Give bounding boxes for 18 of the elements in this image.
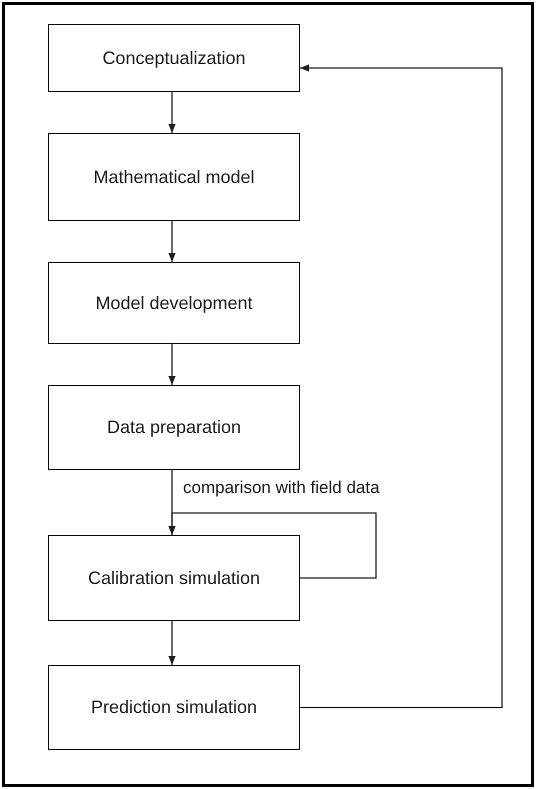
arrow (168, 92, 176, 133)
box-label: Conceptualization (102, 46, 246, 70)
box-label: Calibration simulation (88, 566, 260, 590)
box-label: Mathematical model (93, 166, 255, 189)
box-label: Model development (95, 292, 253, 315)
process-box (48, 665, 300, 750)
arrow (300, 64, 503, 708)
box-label: Prediction simulation (90, 696, 258, 720)
arrow (168, 621, 176, 665)
process-box (48, 24, 300, 92)
process-box (48, 262, 300, 344)
arrow (168, 512, 377, 579)
arrow (168, 344, 176, 385)
process-box (48, 535, 300, 621)
process-box (48, 385, 300, 470)
arrow (168, 221, 176, 262)
process-box (48, 133, 300, 221)
box-label: Data preparation (106, 416, 242, 440)
